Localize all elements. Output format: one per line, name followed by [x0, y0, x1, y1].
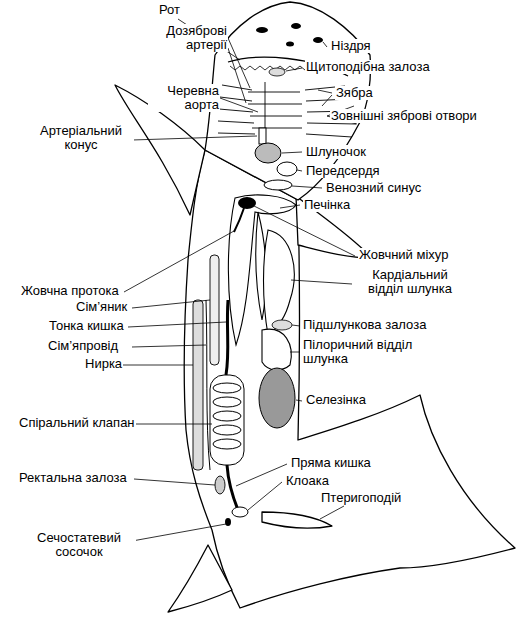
part-label: Нирка [84, 357, 123, 371]
part-label: Черевна аорта [148, 84, 220, 112]
part-label: Пряма кишка [290, 456, 372, 470]
part-label: Пілоричний відділ шлунка [302, 338, 434, 366]
part-label: Зовнішні зяброві отвори [330, 109, 478, 123]
part-label: Сечостатевий сосочок [22, 531, 136, 559]
part-label: Шлуночок [305, 145, 367, 159]
part-label: Зябра [335, 86, 374, 100]
part-label: Венозний синус [325, 181, 422, 195]
part-label: Передсердя [305, 164, 381, 178]
part-label: Жовчна протока [20, 284, 120, 298]
part-label: Ректальна залоза [18, 471, 128, 485]
part-label: Селезінка [305, 393, 367, 407]
part-label: Дозяброві артерії [128, 24, 228, 52]
part-label: Ніздря [330, 39, 372, 53]
part-label: Печінка [303, 198, 351, 212]
part-label: Артеріальний конус [28, 124, 134, 152]
part-label: Щитоподібна залоза [305, 60, 431, 74]
part-label: Птеригоподій [320, 491, 402, 505]
part-label: Тонка кишка [48, 319, 125, 333]
part-label: Сім’яник [75, 300, 128, 314]
part-label: Клоака [285, 474, 330, 488]
part-label: Кардіальний відділ шлунка [354, 268, 466, 296]
part-label: Підшлункова залоза [302, 318, 427, 332]
part-label: Спіральний клапан [18, 416, 136, 430]
part-label: Сім’япровід [47, 339, 119, 353]
part-label: Жовчний міхур [358, 248, 449, 262]
part-label: Рот [158, 3, 181, 17]
